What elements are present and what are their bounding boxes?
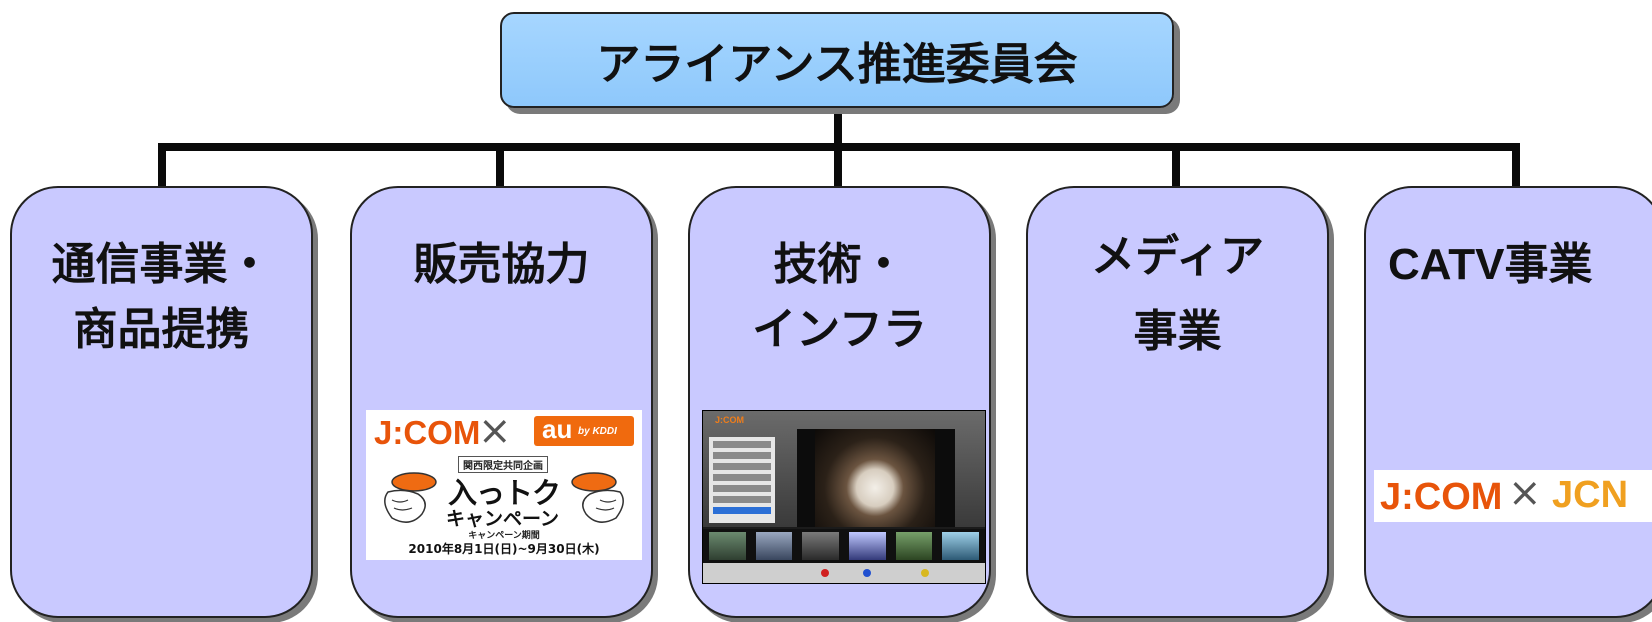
alliance-committee-title: アライアンス推進委員会	[596, 39, 1078, 90]
campaign-period-label: キャンペーン期間	[468, 531, 540, 541]
campaign-banner: J:COM × au by KDDI 関西限定共同企画 入っトク キャンペーン …	[366, 410, 642, 560]
au-text: au	[542, 414, 573, 444]
drop-line-3	[834, 143, 842, 187]
node-title: メディア 事業	[1028, 220, 1327, 370]
campaign-headline: 入っトク	[448, 476, 561, 510]
tv-footer-bar	[703, 563, 985, 583]
by-kddi-text: by KDDI	[578, 426, 617, 437]
node-title-line: 商品提携	[73, 304, 250, 356]
left-glove-icon	[384, 472, 437, 523]
node-telecom-product: 通信事業・ 商品提携	[10, 186, 313, 618]
drop-line-4	[1172, 143, 1180, 187]
node-title-line: メディア	[1091, 231, 1264, 282]
node-title-line: インフラ	[752, 304, 927, 356]
node-catv-business: CATV事業 J:COM × JCN	[1364, 186, 1652, 618]
times-mark: ×	[1508, 470, 1542, 516]
node-title: 販売協力	[352, 232, 651, 297]
tv-jcom-logo: J:COM	[715, 415, 744, 425]
node-title-line: 販売協力	[413, 239, 590, 290]
node-title: 技術・ インフラ	[690, 232, 989, 362]
tv-menu-panel	[709, 437, 775, 523]
node-media-business: メディア 事業	[1026, 186, 1329, 618]
au-kddi-logo: au by KDDI	[534, 414, 634, 446]
tv-thumbnail-strip	[703, 529, 985, 563]
jcom-logo: J:COM	[374, 414, 481, 451]
node-title: 通信事業・ 商品提携	[12, 232, 311, 362]
jcom-logo: J:COM	[1380, 476, 1503, 518]
tv-guide-screenshot: J:COM	[702, 410, 986, 584]
node-title: CATV事業	[1388, 232, 1652, 297]
right-glove-icon	[571, 472, 624, 523]
campaign-tag: 関西限定共同企画	[458, 456, 548, 473]
drop-line-5	[1512, 143, 1520, 187]
drop-line-2	[496, 143, 504, 187]
alliance-committee-node: アライアンス推進委員会	[500, 12, 1174, 108]
node-title-line: 事業	[1133, 305, 1222, 357]
jcom-jcn-logo: J:COM × JCN	[1374, 470, 1652, 522]
tv-video-frame	[797, 429, 955, 527]
jcn-logo: JCN	[1552, 474, 1629, 516]
node-title-line: CATV事業	[1388, 240, 1593, 289]
node-sales-cooperation: 販売協力 J:COM × au by KDDI 関西限定共同企画 入っトク キャ…	[350, 186, 653, 618]
campaign-period: 2010年8月1日(日)~9月30日(木)	[408, 542, 600, 556]
drop-line-1	[158, 143, 166, 187]
node-title-line: 技術・	[773, 239, 906, 290]
node-title-line: 通信事業・	[51, 239, 272, 290]
campaign-subheadline: キャンペーン	[446, 508, 560, 530]
trunk-line	[834, 108, 842, 150]
times-mark: ×	[478, 410, 512, 454]
node-technology-infrastructure: 技術・ インフラ J:COM	[688, 186, 991, 618]
